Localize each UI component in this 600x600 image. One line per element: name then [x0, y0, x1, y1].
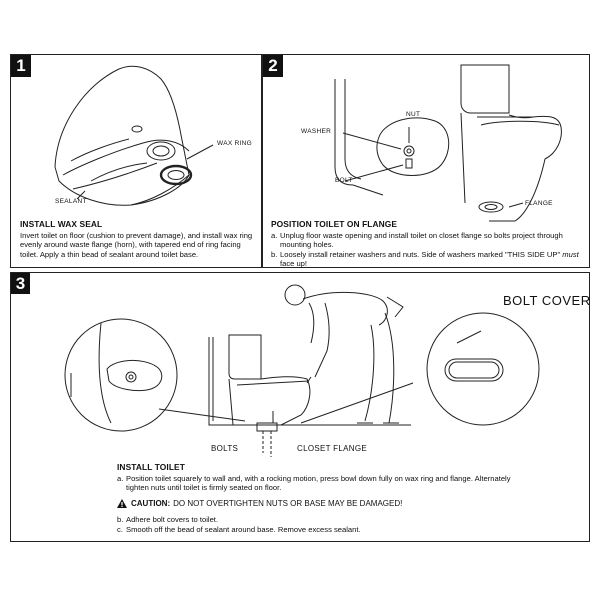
caution-text: DO NOT OVERTIGHTEN NUTS OR BASE MAY BE D… — [173, 498, 403, 508]
step-1-panel: 1 WAX RING SEALANT INSTALL WAX SEAL Inve… — [10, 54, 262, 268]
bolt-cover-label: BOLT COVER — [503, 293, 591, 308]
step-2-heading: POSITION TOILET ON FLANGE — [271, 219, 398, 229]
bolt-label: BOLT — [335, 177, 353, 184]
step-2a: a. Unplug floor waste opening and instal… — [271, 230, 563, 250]
flange-label: FLANGE — [525, 200, 553, 207]
step-3-panel: 3 — [10, 272, 590, 542]
step-number-badge: 3 — [11, 273, 30, 294]
step-3c: c. Smooth off the bead of sealant around… — [117, 524, 361, 534]
step-2-instructions: POSITION TOILET ON FLANGE a. Unplug floo… — [271, 219, 583, 269]
bolts-label: BOLTS — [211, 444, 239, 453]
step-3-instructions: INSTALL TOILET a. Position toilet square… — [117, 462, 527, 535]
step-2-panel: 2 NUT WASHER BOLT FLANGE — [262, 54, 590, 268]
sealant-label: SEALANT — [55, 198, 87, 205]
wax-ring-label: WAX RING — [217, 140, 253, 147]
closet-flange-label: CLOSET FLANGE — [297, 444, 367, 453]
step-3-heading: INSTALL TOILET — [117, 462, 185, 472]
nut-label: NUT — [406, 111, 421, 118]
warning-triangle-icon — [117, 499, 127, 509]
toilet-on-flange-illustration — [334, 64, 562, 222]
step-1-body: Invert toilet on floor (cushion to preve… — [20, 230, 253, 259]
step-1-instructions: INSTALL WAX SEAL Invert toilet on floor … — [20, 219, 256, 259]
step-number-badge: 1 — [11, 55, 31, 77]
washer-label: WASHER — [301, 128, 332, 135]
install-toilet-illustration — [64, 284, 540, 457]
step-3b: b. Adhere bolt covers to toilet. — [117, 515, 219, 525]
step-2b: b. Loosely install retainer washers and … — [271, 249, 579, 269]
caution-label: CAUTION: — [131, 498, 171, 508]
caution-warning: CAUTION: DO NOT OVERTIGHTEN NUTS OR BASE… — [117, 499, 527, 509]
step-1-heading: INSTALL WAX SEAL — [20, 219, 103, 229]
step-number-badge: 2 — [263, 55, 283, 77]
step-3a: a. Position toilet squarely to wall and,… — [117, 473, 511, 493]
inverted-toilet-illustration — [54, 65, 214, 206]
